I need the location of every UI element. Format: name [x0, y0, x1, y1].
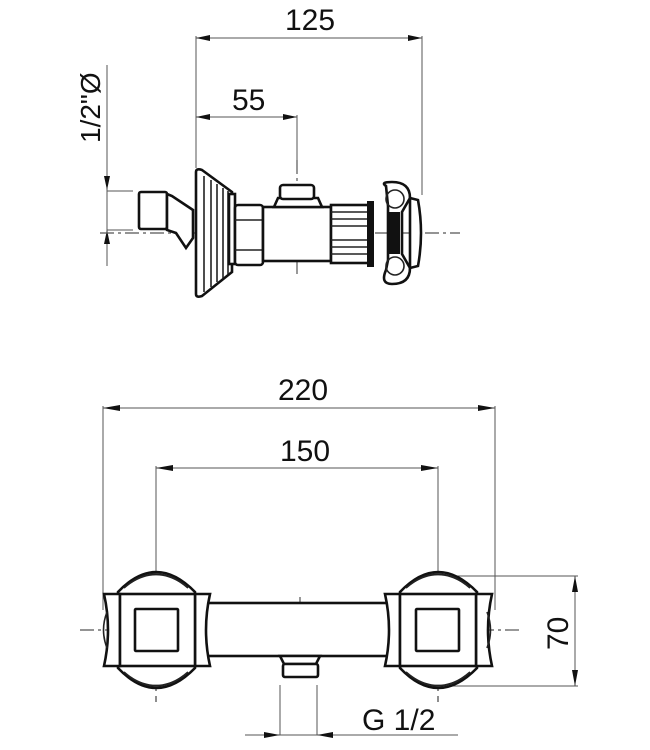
dimension-label-220: 220	[278, 374, 328, 407]
knurled-sleeve	[329, 201, 374, 267]
wall-flange	[194, 168, 237, 298]
dimension-55: 55	[196, 84, 298, 160]
front-view: 220 150 70 G 1/2	[80, 374, 578, 738]
inlet-connector	[137, 190, 195, 251]
dimension-outlet-thread: G 1/2	[245, 685, 458, 738]
left-handle	[102, 570, 212, 690]
dimension-label-70: 70	[542, 617, 575, 650]
hex-nut	[233, 203, 265, 267]
dimension-125: 125	[195, 4, 423, 195]
right-handle	[383, 570, 494, 690]
dimension-label-150: 150	[280, 435, 330, 468]
dimension-label-outlet-thread: G 1/2	[362, 704, 435, 737]
dimension-label-125: 125	[285, 4, 335, 37]
side-view: 125 55 1/2"Ø	[75, 4, 460, 298]
dimension-150: 150	[155, 435, 439, 575]
scroll-handle	[382, 180, 423, 286]
outlet-nut	[277, 654, 323, 679]
valve-body	[261, 183, 333, 263]
dimension-70: 70	[440, 575, 578, 687]
dimension-pipe-diameter: 1/2"Ø	[75, 65, 133, 266]
dimension-220: 220	[102, 374, 496, 610]
dimension-label-pipe-diameter: 1/2"Ø	[75, 72, 106, 143]
mixer-pipe-body	[203, 601, 392, 658]
dimension-label-55: 55	[232, 84, 265, 117]
